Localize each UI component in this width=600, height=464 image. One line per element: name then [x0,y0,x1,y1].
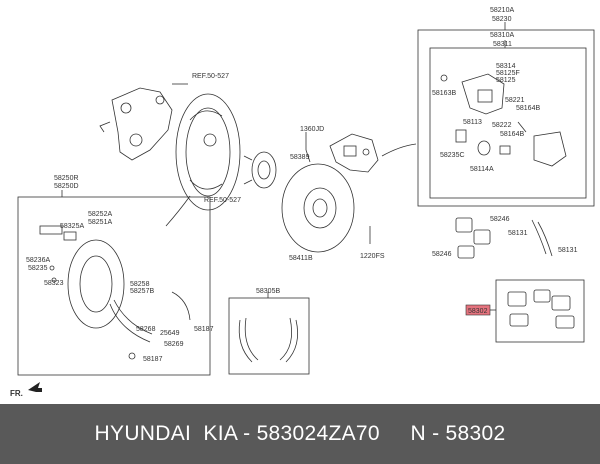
label-ref-lower: REF.50-527 [204,197,241,204]
label-58251a: 58251A [88,219,112,226]
label-58269: 58269 [164,341,184,348]
label-58314: 58314 [496,63,516,70]
label-58235: 58235 [28,265,48,272]
label-58210a: 58210A [490,7,514,14]
label-58411b: 58411B [289,255,313,262]
label-58113: 58113 [463,119,482,126]
caliper-parts-drawing [440,73,567,167]
part-number-text: HYUNDAI KIA - 583024ZA70 N - 58302 [94,422,506,445]
label-58235c: 58235C [440,152,465,159]
label-58222: 58222 [492,122,512,129]
disc-rotor-drawing [281,163,355,253]
label-58125: 58125 [496,77,516,84]
part-number-banner: HYUNDAI KIA - 583024ZA70 N - 58302 [0,404,600,464]
knuckle-drawing [99,83,188,161]
front-marker-label: FR. [10,389,23,398]
brake-shoe-group-box [17,196,211,376]
left-group-drawing [39,225,191,360]
label-58131-a: 58131 [508,230,528,237]
label-58246-b: 58246 [432,251,452,258]
label-58114a: 58114A [470,166,494,173]
label-58252a: 58252A [88,211,112,218]
caliper-drawing [305,132,379,173]
label-58125f: 58125F [496,70,520,77]
shoe-kit-drawing [238,317,299,363]
label-58246-a: 58246 [490,216,510,223]
label-58257b: 58257B [130,288,154,295]
label-58187-a: 58187 [194,326,214,333]
label-58325a: 58325A [60,223,84,230]
caliper-group-box [417,29,595,207]
label-58131-b: 58131 [558,247,578,254]
pads-drawing [455,217,553,259]
label-ref-upper: REF.50-527 [192,73,229,80]
label-1360jd: 1360JD [300,126,324,133]
label-58310a: 58310A [490,32,514,39]
label-58302: 58302 [468,308,488,315]
label-58164b-b: 58164B [500,131,524,138]
label-58236a: 58236A [26,257,50,264]
label-58230: 58230 [492,16,512,23]
label-58164b-a: 58164B [516,105,540,112]
label-58258: 58258 [130,281,150,288]
caliper-kit-box [429,47,587,199]
pad-kit-drawing [507,289,575,329]
label-58221: 58221 [505,97,525,104]
front-arrow-icon [28,382,42,392]
backing-plate-drawing [175,93,241,211]
label-1220fs: 1220FS [360,253,385,260]
label-58250r: 58250R [54,175,79,182]
label-58389: 58389 [290,154,310,161]
pad-kit-box [495,279,585,343]
hub-drawing [243,151,277,189]
highlight-58302 [465,304,491,316]
label-58311: 58311 [493,41,512,48]
shoe-kit-box [228,297,310,375]
label-58187-b: 58187 [143,356,163,363]
label-58163b: 58163B [432,90,456,97]
parts-diagram: 58210A 58230 58310A 58311 58314 58125F 5… [10,7,595,398]
label-58323: 58323 [44,280,64,287]
label-58305b: 58305B [256,288,280,295]
label-25649: 25649 [160,330,180,337]
label-58268: 58268 [136,326,156,333]
label-58250d: 58250D [54,183,79,190]
